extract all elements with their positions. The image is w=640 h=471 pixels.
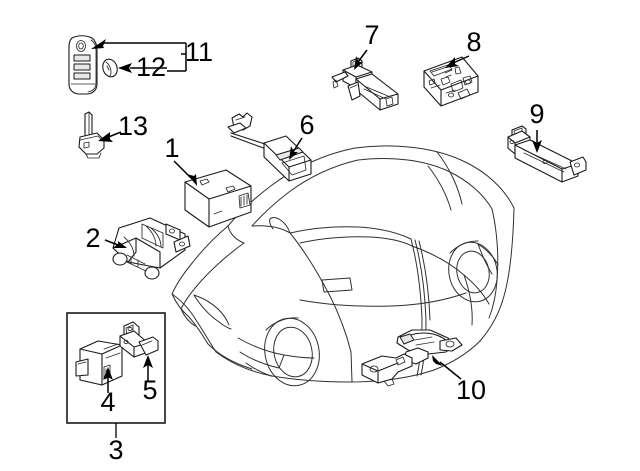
callout-6: 6 [299,110,314,140]
callout-13: 13 [118,111,148,141]
callout-1: 1 [164,133,179,163]
fob-battery-cover [102,58,118,78]
leader-7 [354,49,368,70]
callout-4: 4 [100,387,115,417]
callout-8: 8 [466,27,481,57]
assembly-group-box [66,312,166,438]
leader-5 [143,355,153,381]
leader-10 [432,355,462,380]
callout-10: 10 [456,375,486,405]
leader-8 [445,55,470,68]
receiver-bracket [119,321,159,358]
antenna-long [227,112,312,182]
leader-1 [173,160,197,186]
leader-13 [98,131,122,142]
antenna-module-panel [423,56,479,107]
control-module [184,169,252,228]
leader-6 [289,137,303,160]
callout-9: 9 [529,99,544,129]
callout-7: 7 [364,20,379,50]
receiver-unit [75,340,123,386]
door-handle-sensor [361,329,463,387]
leader-9 [532,130,542,153]
leader-2 [104,239,127,248]
callout-3: 3 [108,435,123,465]
leader-12 [118,63,167,73]
callout-2: 2 [85,223,100,253]
antenna-bracket-front [331,57,399,111]
leader-11 [91,39,187,72]
callout-5: 5 [142,375,157,405]
antenna-rail-rear [507,125,587,183]
bracket-module [112,217,191,280]
key-fob-transmitter [68,35,98,95]
leader-4 [103,367,113,393]
callout-12: 12 [136,52,166,82]
callout-11: 11 [185,37,213,67]
emergency-key-blade [78,111,105,159]
